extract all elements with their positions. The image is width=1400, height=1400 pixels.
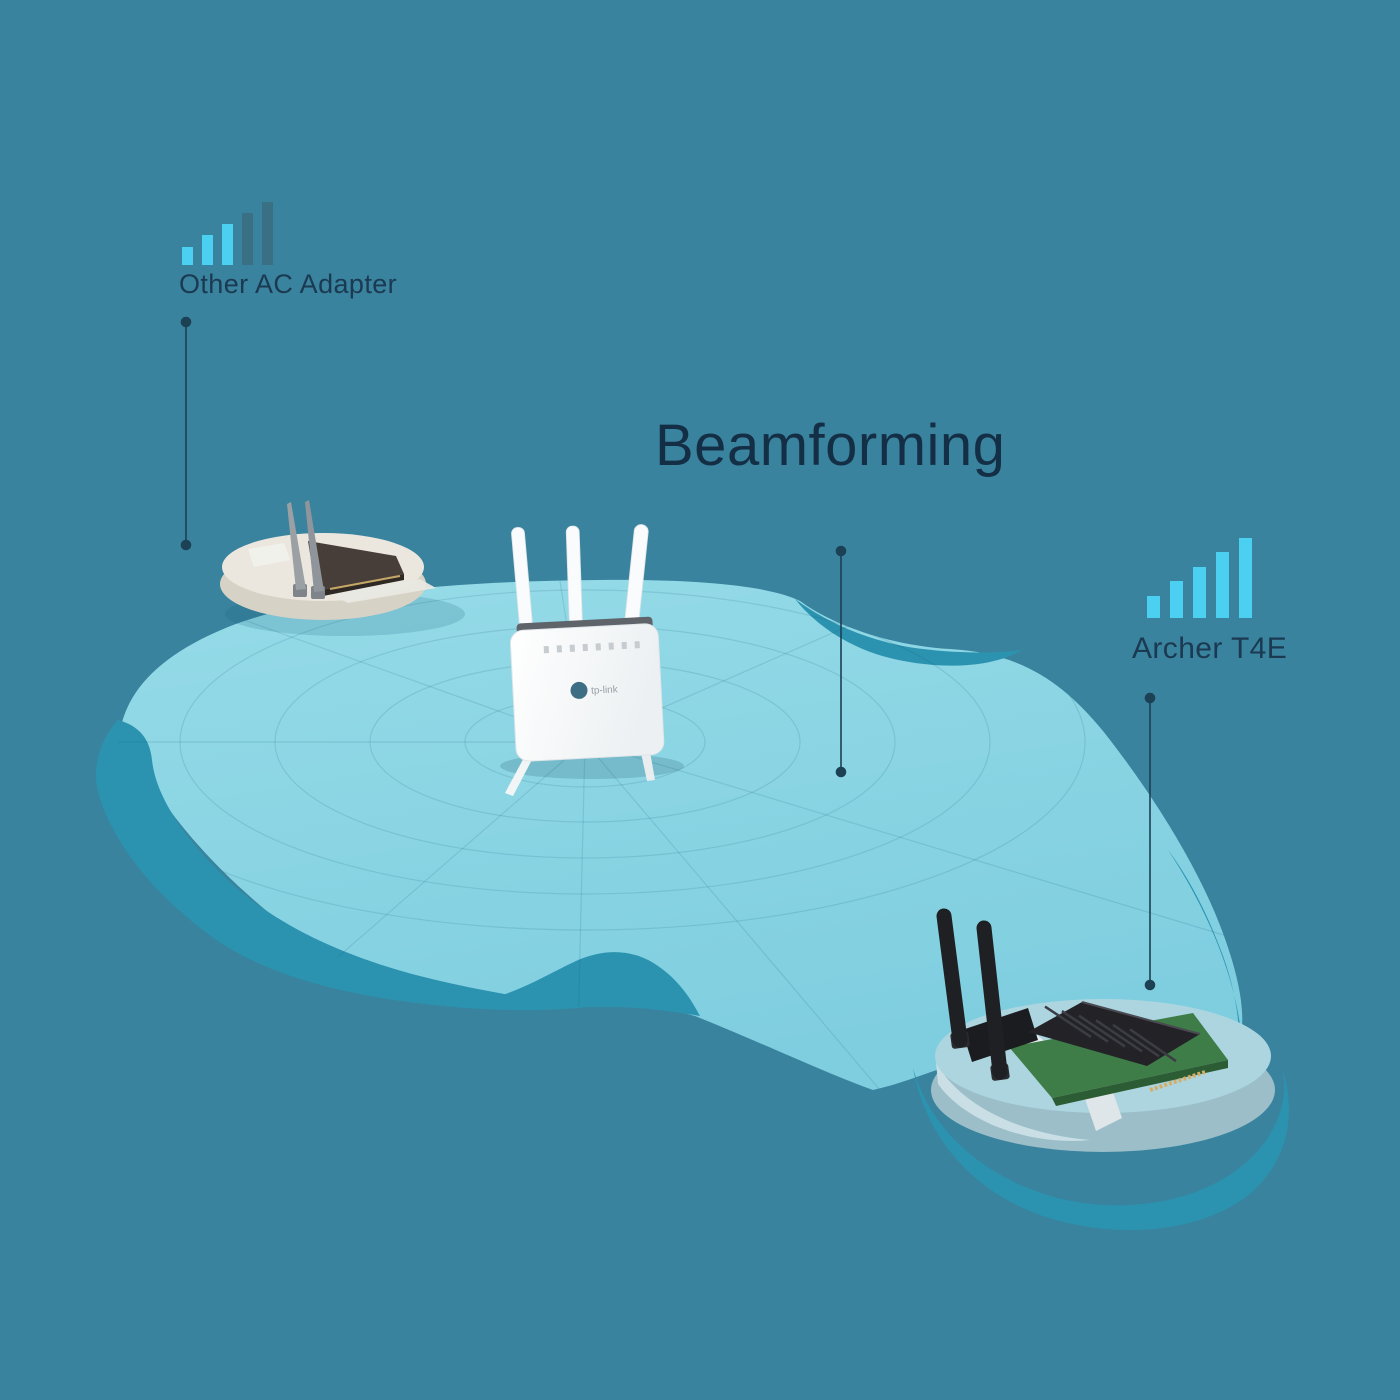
page-title: Beamforming [655, 413, 1006, 478]
signal-bars-full-icon [1147, 538, 1252, 618]
archer-t4e-label: Archer T4E [1132, 632, 1288, 665]
heatsink-top-ridge [1081, 1001, 1201, 1035]
tplink-logo-text: tp-link [591, 684, 619, 696]
accent-platform-sweep [913, 1068, 1289, 1231]
tplink-logo-icon [570, 681, 588, 699]
adapter-antenna [287, 502, 306, 590]
adapter-base-strip [330, 579, 436, 603]
signal-bars-weak-icon [182, 202, 273, 265]
other-adapter-device [220, 500, 465, 636]
platform-right-highlight [936, 1062, 1090, 1141]
card-antenna [976, 920, 1008, 1080]
coverage-blob [118, 579, 1243, 1090]
card-pcb-edge [1052, 1060, 1228, 1106]
archer-adapter-device [913, 908, 1289, 1231]
router-device: tp-link [500, 524, 684, 796]
accent-left-band [96, 720, 588, 1011]
other-adapter-label: Other AC Adapter [179, 269, 398, 299]
router-led-row [543, 641, 640, 654]
adapter-bracket [248, 543, 290, 567]
adapter-antenna [305, 500, 324, 592]
heatsink-fins [1044, 1005, 1177, 1063]
accent-bottom-hump [485, 952, 700, 1016]
signal-pattern [118, 579, 1241, 1090]
adapter-gold-contacts [329, 575, 401, 590]
router-kickstand [505, 752, 536, 796]
card-antenna [936, 908, 968, 1048]
adapter-card [308, 541, 404, 591]
connector-lines [180, 316, 1156, 991]
